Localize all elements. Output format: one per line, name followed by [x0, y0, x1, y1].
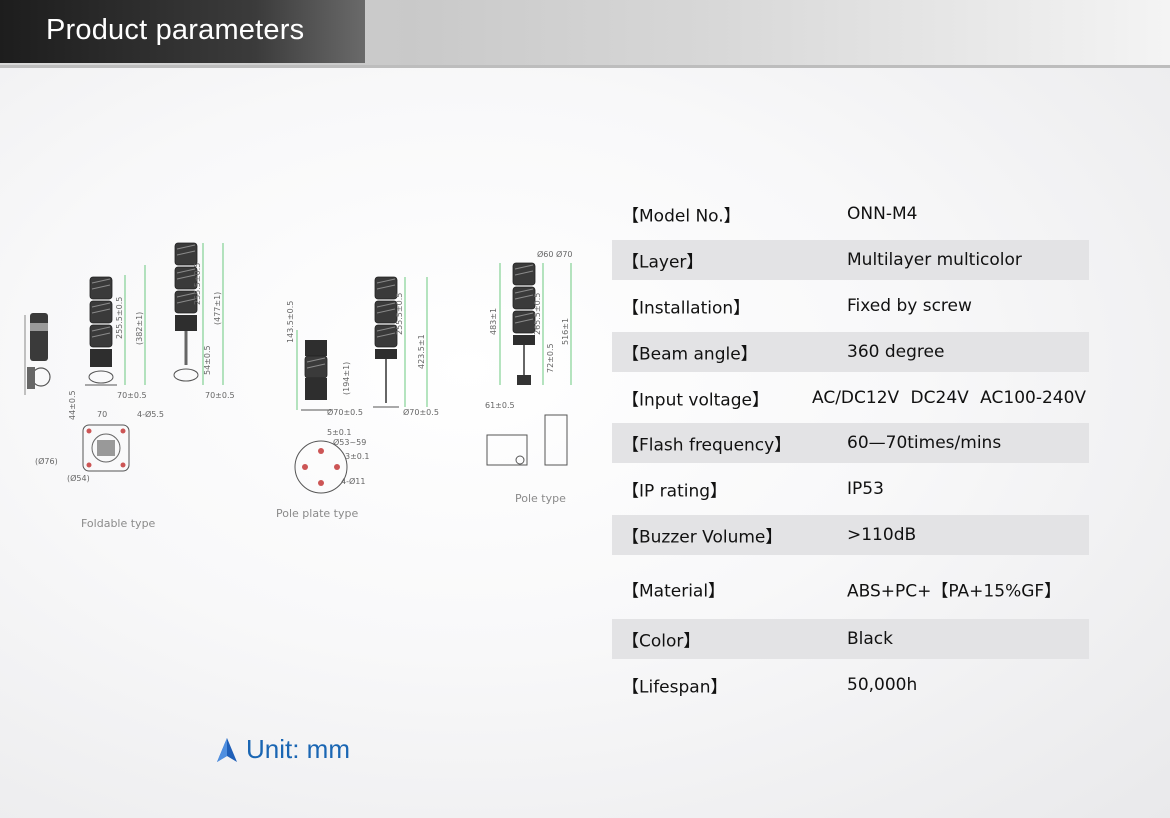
dim-label: (477±1) [213, 292, 222, 325]
param-row-color: 【Color】 Black [612, 619, 1089, 659]
dim-label: 44±0.5 [68, 390, 77, 420]
dim-label: 70 [97, 410, 107, 419]
caption-pole: Pole type [515, 492, 566, 505]
dim-label: (Ø76) [35, 456, 58, 466]
param-label: 【Input voltage】 [622, 390, 769, 411]
foldable-small-tower [24, 313, 51, 395]
param-row-flash-frequency: 【Flash frequency】 60—70times/mins [612, 423, 1089, 463]
arrow-up-icon [217, 737, 237, 762]
param-row-buzzer-volume: 【Buzzer Volume】 >110dB [612, 515, 1089, 555]
dim-label: 70±0.5 [117, 391, 147, 400]
param-label: 【Model No.】 [622, 206, 741, 227]
dim-label: 255.5±0.5 [395, 293, 404, 335]
dim-label: 483±1 [489, 308, 498, 335]
param-value: >110dB [847, 525, 917, 545]
page-title: Product parameters [46, 14, 305, 46]
dim-label: 4-Ø5.5 [137, 409, 164, 419]
param-row-installation: 【Installation】 Fixed by screw [612, 286, 1089, 326]
dim-label: 70±0.5 [205, 391, 235, 400]
param-row-layer: 【Layer】 Multilayer multicolor [612, 240, 1089, 280]
foldable-medium-tower: 255.5±0.5 (382±1) 70±0.5 [85, 265, 147, 400]
caption-foldable: Foldable type [81, 517, 156, 530]
param-row-lifespan: 【Lifespan】 50,000h [612, 665, 1089, 705]
param-value: ABS+PC+【PA+15%GF】 [847, 581, 1062, 602]
param-label: 【Beam angle】 [622, 344, 758, 365]
dim-label: 4-Ø11 [341, 476, 365, 486]
caption-pole-plate: Pole plate type [276, 507, 358, 520]
param-row-ip-rating: 【IP rating】 IP53 [612, 469, 1089, 509]
param-row-model: 【Model No.】 ONN-M4 [612, 194, 1089, 234]
param-value: Black [847, 629, 893, 649]
dim-label: 143.5±0.5 [286, 301, 295, 343]
param-value: ONN-M4 [847, 204, 918, 224]
unit-text: Unit: mm [246, 734, 350, 764]
header-bar: Product parameters [0, 0, 1170, 68]
param-row-beam-angle: 【Beam angle】 360 degree [612, 332, 1089, 372]
dim-label: 61±0.5 [485, 401, 515, 410]
param-value: Fixed by screw [847, 296, 972, 316]
param-value: 360 degree [847, 342, 945, 362]
dim-label: 255.5±0.5 [115, 297, 124, 339]
dim-label: (Ø54) [67, 473, 90, 483]
param-value: 60—70times/mins [847, 433, 1002, 453]
pole-type-tower: Ø60 Ø70 483±1 265.5±0.5 516±1 72±0.5 61±… [485, 249, 573, 505]
param-label: 【Color】 [622, 631, 701, 652]
dim-label: 255.5±0.5 [193, 263, 202, 305]
param-label: 【Lifespan】 [622, 677, 728, 698]
param-label: 【Installation】 [622, 298, 751, 319]
dim-label: 5±0.1 [327, 428, 352, 437]
title-box: Product parameters [0, 0, 365, 63]
param-value: AC/DC12V DC24V AC100-240V [812, 388, 1087, 408]
dim-label: Ø70±0.5 [327, 407, 363, 417]
technical-drawings: 255.5±0.5 (382±1) 70±0.5 255.5±0.5 (477±… [24, 242, 573, 530]
param-value: 50,000h [847, 675, 918, 695]
dim-label: (382±1) [135, 312, 144, 345]
param-label: 【Material】 [622, 581, 726, 602]
dim-label: 516±1 [561, 318, 570, 345]
parameter-table: 【Model No.】 ONN-M4 【Layer】 Multilayer mu… [612, 194, 1089, 705]
dim-label: 423.5±1 [417, 334, 426, 369]
param-label: 【Flash frequency】 [622, 435, 792, 456]
foldable-tall-tower: 255.5±0.5 (477±1) 54±0.5 70±0.5 [173, 242, 235, 400]
param-label: 【IP rating】 [622, 481, 728, 502]
param-row-material: 【Material】 ABS+PC+【PA+15%GF】 [612, 569, 1089, 609]
dim-label: 54±0.5 [203, 345, 212, 375]
pole-plate-tower: 143.5±0.5 (194±1) Ø70±0.5 5±0.1 Ø53~59 3… [276, 301, 370, 520]
foldable-base-view: 70 4-Ø5.5 (Ø76) (Ø54) 44±0.5 Foldable ty… [35, 390, 164, 530]
dim-label: 3±0.1 [345, 452, 370, 461]
pole-plate-tall-tower: 255.5±0.5 423.5±1 Ø70±0.5 [373, 276, 439, 417]
dim-label: Ø70±0.5 [403, 407, 439, 417]
unit-note: Unit: mm [216, 734, 350, 765]
dim-label: 72±0.5 [546, 343, 555, 373]
param-label: 【Buzzer Volume】 [622, 527, 783, 548]
dim-label: 265.5±0.5 [533, 293, 542, 335]
param-value: IP53 [847, 479, 884, 499]
dim-label: Ø60 Ø70 [537, 249, 573, 259]
dim-label: Ø53~59 [333, 437, 366, 447]
dim-label: (194±1) [342, 362, 351, 395]
param-value: Multilayer multicolor [847, 250, 1022, 270]
param-label: 【Layer】 [622, 252, 704, 273]
param-row-input-voltage: 【Input voltage】 AC/DC12V DC24V AC100-240… [612, 378, 1089, 418]
